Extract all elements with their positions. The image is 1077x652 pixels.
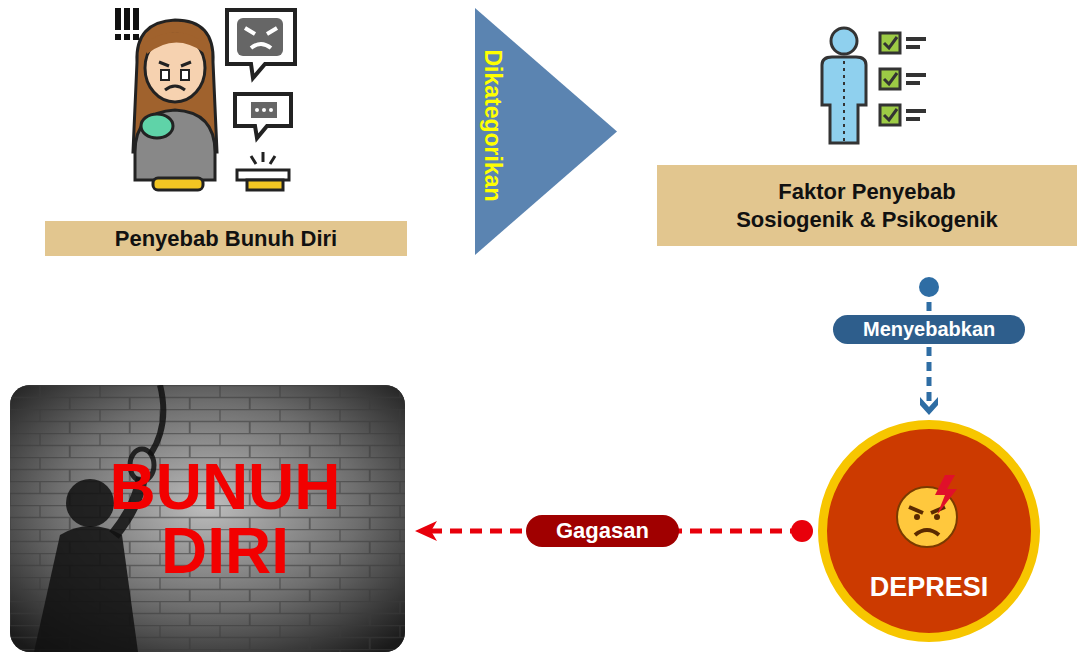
node-text: DEPRESI — [870, 572, 989, 603]
edge-label-pill: Menyebabkan — [833, 315, 1025, 344]
depression-circle: DEPRESI — [818, 420, 1040, 642]
factor-box: Faktor Penyebab Sosiogenik & Psikogenik — [657, 165, 1077, 246]
node-text: Penyebab Bunuh Diri — [115, 225, 337, 253]
flow-connector — [919, 277, 939, 415]
angry-face-icon — [827, 429, 1031, 633]
edge-label: Dikategorikan — [479, 49, 506, 201]
outcome-panel: BUNUH DIRI — [10, 385, 405, 652]
node-text: Faktor Penyebab Sosiogenik & Psikogenik — [722, 178, 1012, 233]
cause-box: Penyebab Bunuh Diri — [45, 221, 407, 256]
sad-person-icon — [105, 2, 305, 194]
node-text: BUNUH DIRI — [100, 455, 350, 583]
edge-label-pill: Gagasan — [526, 515, 679, 547]
checklist-person-icon — [808, 25, 930, 147]
flow-connector — [475, 8, 617, 255]
